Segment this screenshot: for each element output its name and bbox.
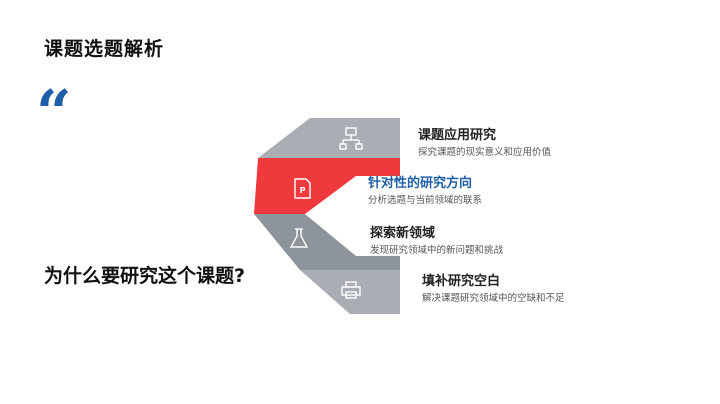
printer-icon [341, 281, 361, 299]
item-title: 填补研究空白 [422, 274, 501, 289]
flask-icon [289, 228, 309, 248]
item-title: 探索新领域 [370, 226, 436, 241]
slide-title: 课题选题解析 [44, 38, 165, 60]
item-description: 发现研究领域中的新问题和挑战 [370, 245, 504, 256]
item-title: 针对性的研究方向 [368, 176, 473, 191]
quote-mark: “ [36, 76, 72, 149]
item-title: 课题应用研究 [418, 128, 497, 143]
org-chart-icon [339, 127, 363, 150]
item-description: 解决课题研究领域中的空缺和不足 [422, 293, 565, 304]
svg-text:P: P [300, 186, 306, 195]
chevron-band-3 [254, 214, 400, 270]
document-p-icon: P [294, 178, 311, 199]
chevron-band-2 [254, 158, 400, 214]
list-item-targeted-direction: 针对性的研究方向 分析选题与当前领域的联系 [368, 176, 628, 207]
list-item-application-research: 课题应用研究 探究课题的现实意义和应用价值 [418, 128, 678, 159]
chevron-band-1 [258, 118, 400, 158]
list-item-explore-new-field: 探索新领域 发现研究领域中的新问题和挑战 [370, 226, 630, 257]
list-item-fill-research-gap: 填补研究空白 解决课题研究领域中的空缺和不足 [422, 274, 682, 305]
question-text: 为什么要研究这个课题? [44, 265, 246, 287]
item-description: 探究课题的现实意义和应用价值 [418, 147, 552, 158]
item-description: 分析选题与当前领域的联系 [368, 195, 483, 206]
